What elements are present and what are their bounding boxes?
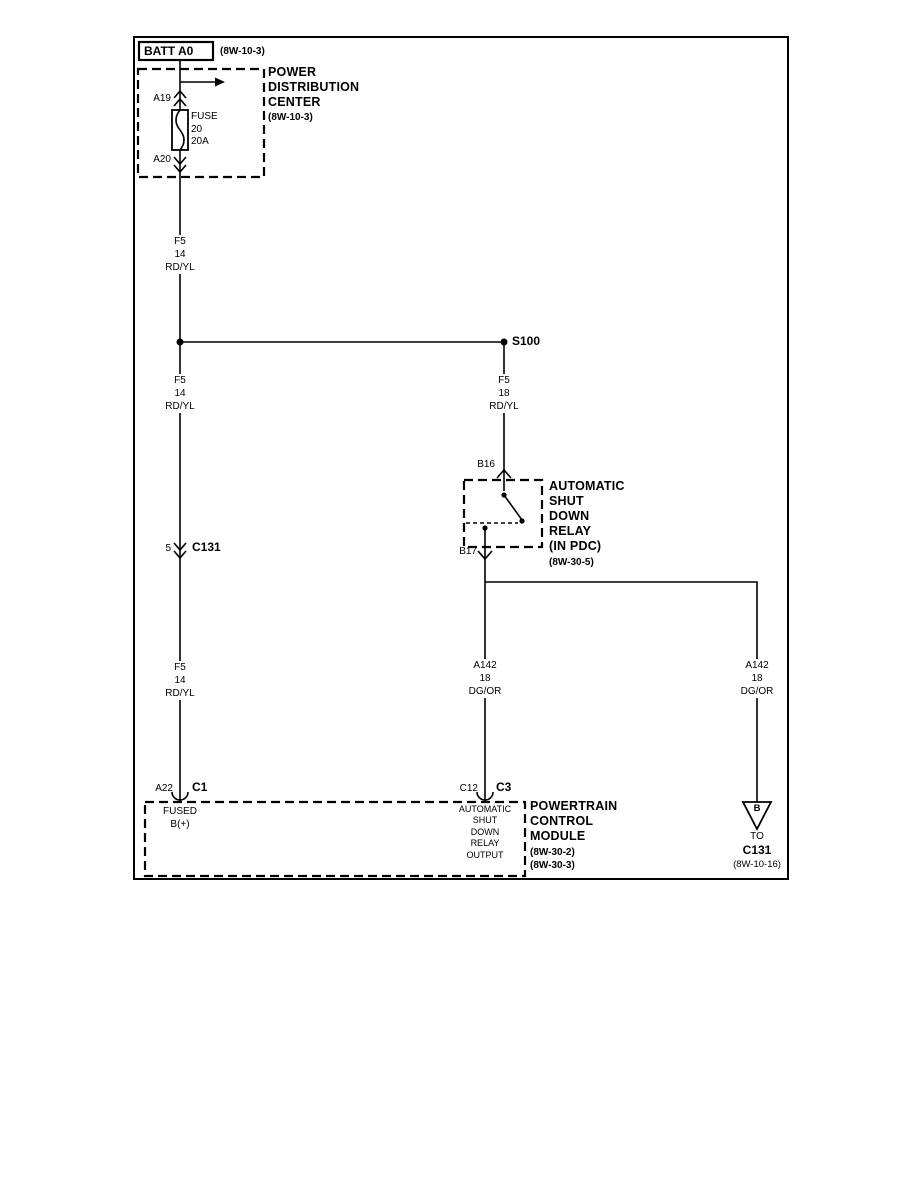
conn-c3: C3	[496, 780, 512, 794]
splice-label: S100	[512, 334, 541, 348]
offpage-letter: B	[753, 803, 761, 814]
pcm-fused-label: FUSED B(+)	[163, 806, 197, 830]
wire-label-f5-bot-left: F5 14 RD/YL	[150, 661, 210, 700]
wire-label-a142-left: A142 18 DG/OR	[455, 659, 515, 698]
pcm-asd-output-label: AUTOMATIC SHUT DOWN RELAY OUTPUT	[458, 804, 512, 860]
relay-blade	[503, 494, 523, 521]
wiring-diagram: BATT A0 (8W-10-3) POWER DISTRIBUTION CEN…	[133, 36, 789, 880]
offpage-label: C131	[742, 843, 772, 857]
pcm-refs: (8W-30-2) (8W-30-3)	[530, 847, 575, 871]
batt-ref: (8W-10-3)	[220, 46, 265, 57]
pin-a20: A20	[153, 154, 171, 165]
relay-ref: (8W-30-5)	[549, 557, 594, 568]
wire-label-f5-top: F5 14 RD/YL	[150, 235, 210, 274]
pcm-title: POWERTRAIN CONTROL MODULE	[530, 799, 618, 843]
relay-contact-out	[482, 525, 488, 531]
pin-b16: B16	[477, 459, 495, 470]
connector-c3-icon	[476, 791, 494, 801]
diagram-canvas	[136, 40, 773, 878]
connector-b16-icon	[496, 468, 512, 479]
pcm-box	[143, 800, 527, 878]
relay-box	[462, 478, 544, 549]
wire-label-a142-right: A142 18 DG/OR	[727, 659, 787, 698]
relay-contact-top	[501, 492, 507, 498]
offpage-triangle-icon	[741, 801, 773, 831]
conn-c1: C1	[192, 780, 208, 794]
relay-contact-throw	[519, 518, 525, 524]
pdc-title: POWER DISTRIBUTION CENTER	[268, 65, 360, 109]
inline-connector-pin: 5	[165, 543, 171, 554]
pdc-box	[136, 67, 266, 179]
relay-title: AUTOMATIC SHUT DOWN RELAY (IN PDC)	[549, 479, 625, 553]
connector-a19-icon	[173, 89, 187, 107]
inline-connector-label: C131	[192, 540, 221, 554]
pin-a22: A22	[155, 783, 173, 794]
fuse-label: FUSE 20 20A	[191, 111, 218, 147]
pdc-ref: (8W-10-3)	[268, 112, 313, 123]
offpage-to: TO	[750, 831, 764, 842]
splice-dot-s100	[500, 338, 508, 346]
feed-arrow-head	[215, 77, 225, 87]
pin-c12: C12	[459, 783, 478, 794]
wire-label-f5-mid-left: F5 14 RD/YL	[150, 374, 210, 413]
offpage-ref: (8W-10-16)	[733, 859, 781, 870]
wire-offpage-branch	[485, 581, 758, 802]
batt-box	[137, 40, 215, 62]
connector-a20-icon	[173, 156, 187, 174]
connector-c131-inline-icon	[173, 542, 187, 560]
pin-a19: A19	[153, 93, 171, 104]
connector-b17-icon	[477, 550, 493, 561]
splice-dot-left	[176, 338, 184, 346]
fuse-element	[175, 109, 185, 151]
wire-label-f5-right: F5 18 RD/YL	[474, 374, 534, 413]
batt-label: BATT A0	[144, 44, 194, 58]
pin-b17: B17	[459, 546, 477, 557]
connector-c1-icon	[171, 791, 189, 801]
